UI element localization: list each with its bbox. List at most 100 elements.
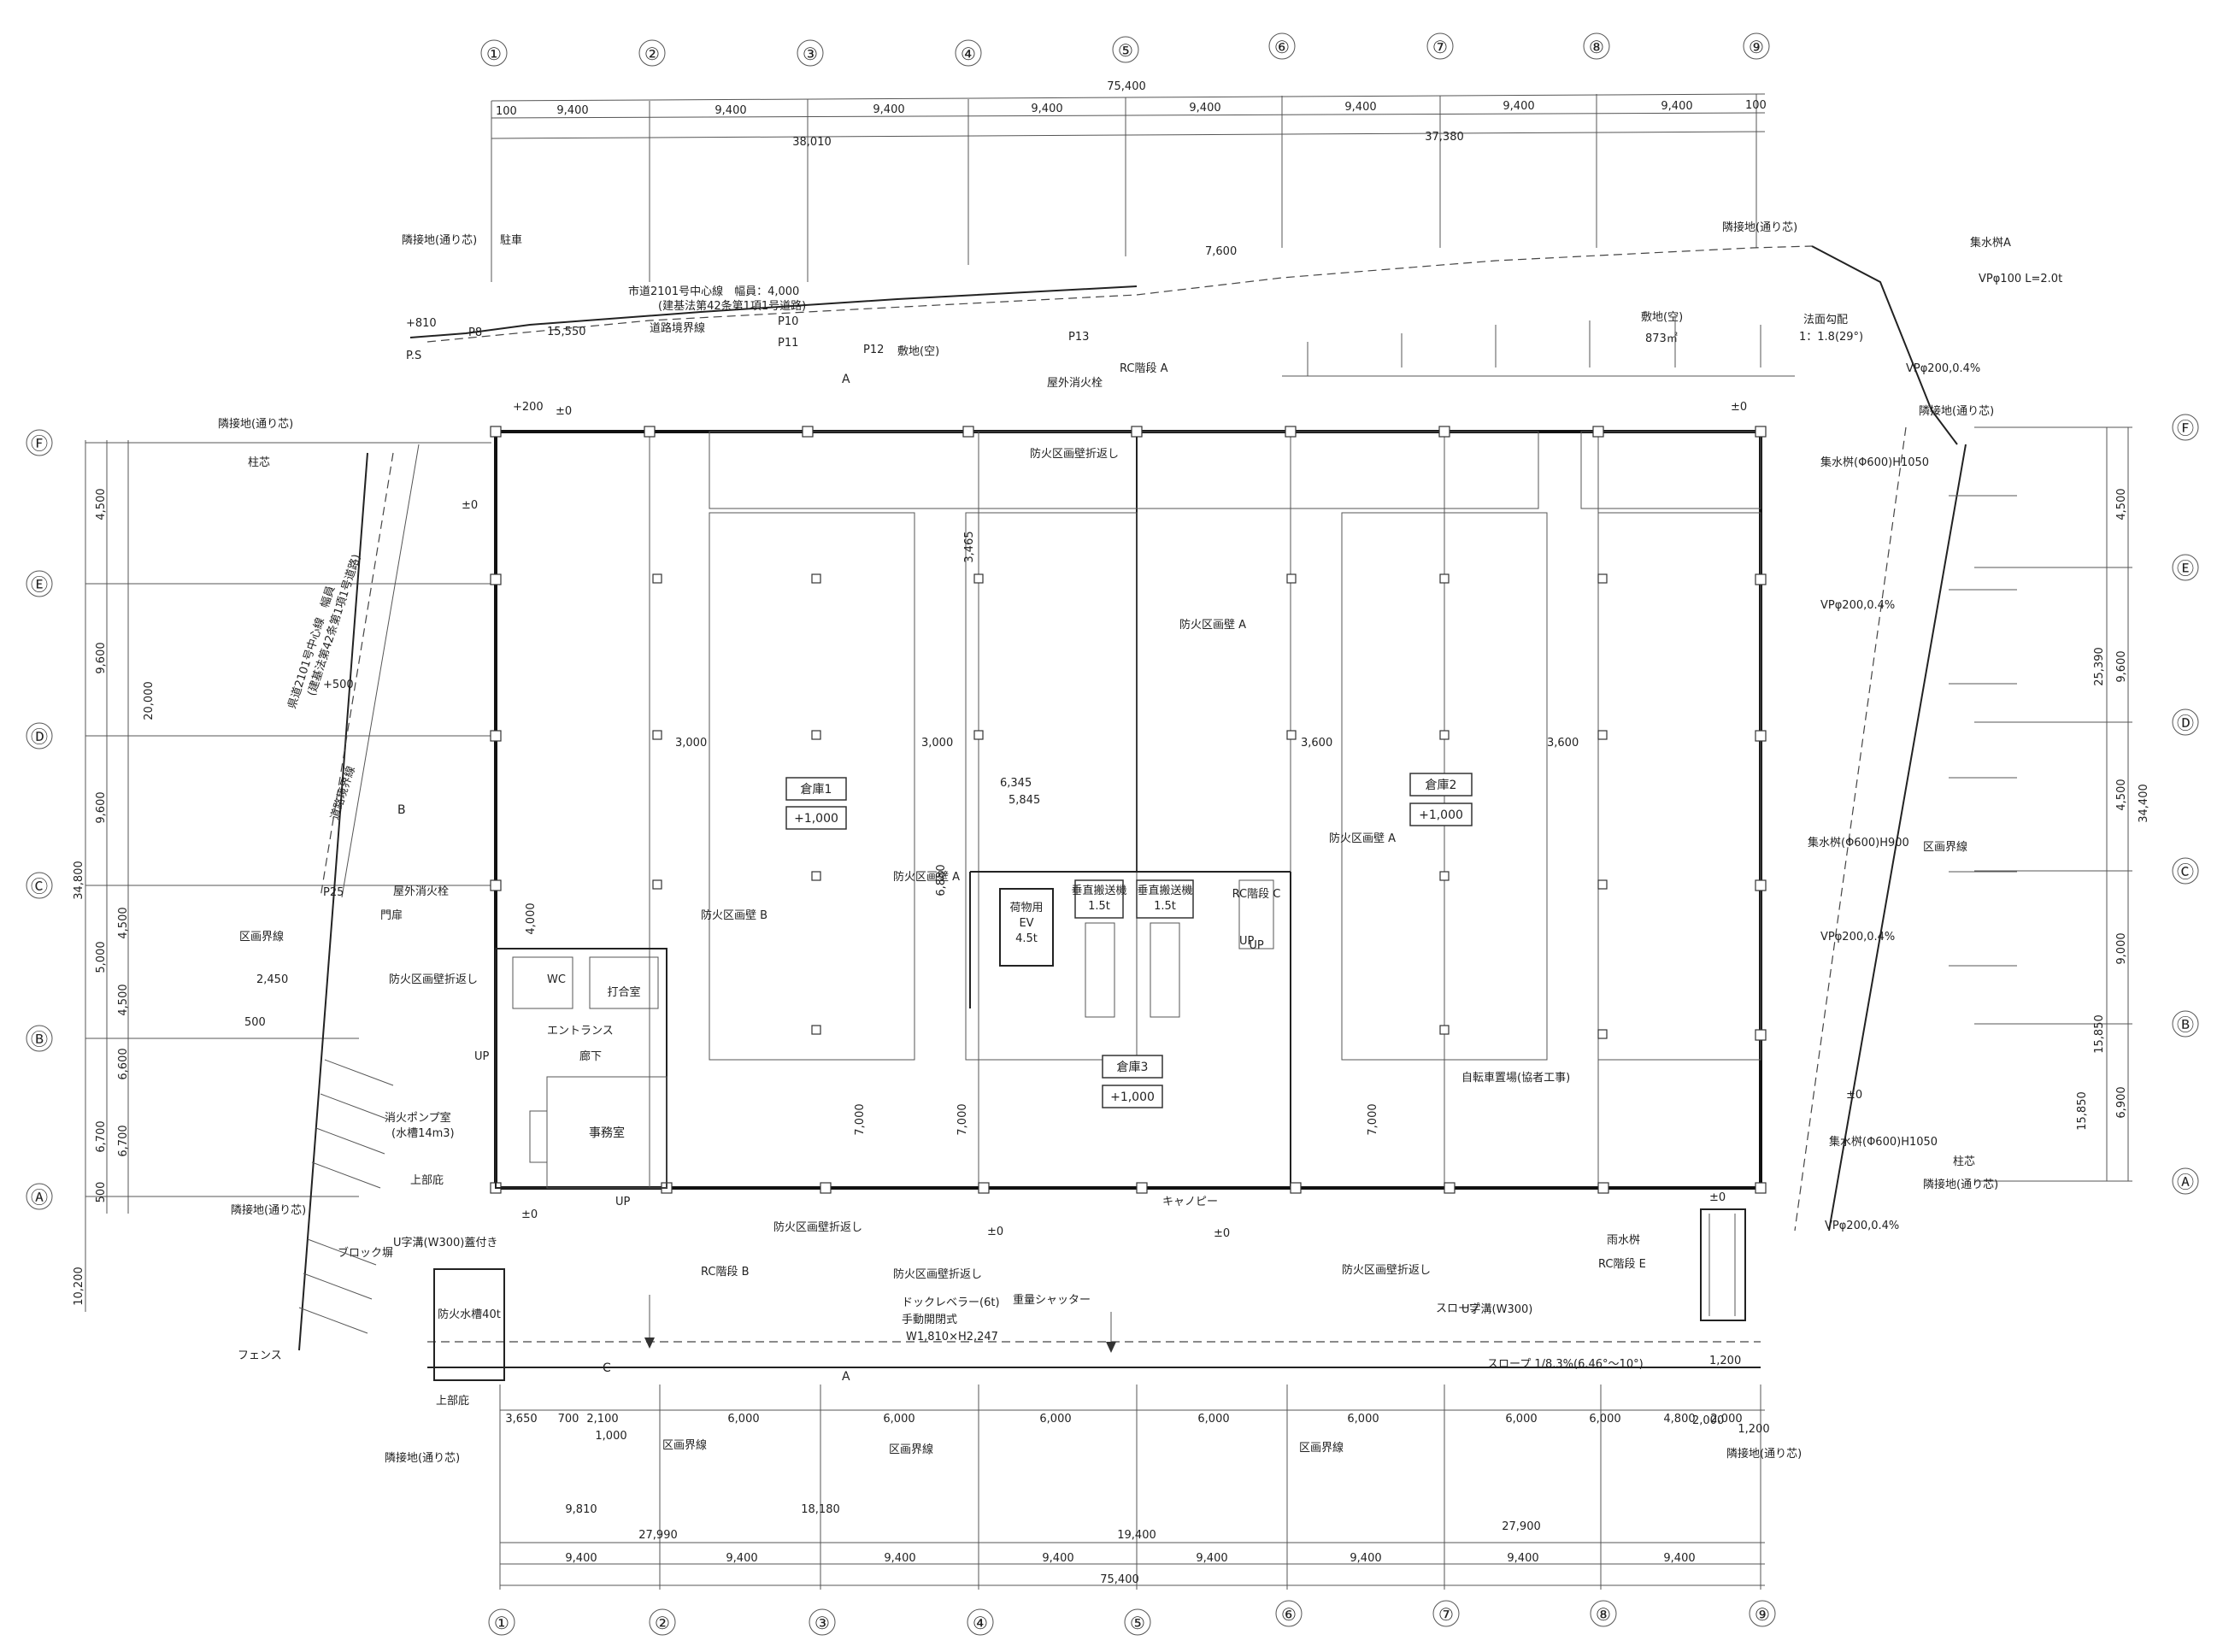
svg-text:⑧: ⑧ — [1589, 37, 1604, 57]
grid-col-4-top: ④ — [955, 39, 982, 67]
svg-text:9,000: 9,000 — [2115, 932, 2128, 964]
svg-text:P11: P11 — [778, 337, 798, 350]
svg-text:EV: EV — [1019, 917, 1033, 930]
svg-text:2,450: 2,450 — [256, 973, 288, 986]
svg-text:WC: WC — [547, 973, 566, 986]
svg-text:2,000: 2,000 — [1692, 1414, 1724, 1427]
parking-stripes-bottom — [659, 1385, 1288, 1419]
svg-text:4,000: 4,000 — [525, 902, 538, 934]
svg-text:防火区画壁 A: 防火区画壁 A — [1329, 832, 1396, 845]
svg-text:道路境界線: 道路境界線 — [650, 321, 705, 335]
svg-text:7,000: 7,000 — [1367, 1103, 1379, 1135]
svg-text:防火区画壁折返し: 防火区画壁折返し — [1030, 447, 1119, 461]
grid-col-7-top: ⑦ — [1426, 32, 1454, 60]
svg-text:P25: P25 — [323, 886, 344, 899]
svg-text:9,400: 9,400 — [1507, 1552, 1538, 1565]
svg-text:6,000: 6,000 — [1039, 1413, 1071, 1426]
svg-text:⑤: ⑤ — [1130, 1613, 1145, 1633]
svg-text:エントランス: エントランス — [547, 1025, 614, 1038]
svg-text:500: 500 — [244, 1016, 266, 1029]
svg-text:34,800: 34,800 — [73, 861, 85, 900]
svg-text:±0: ±0 — [556, 405, 572, 418]
svg-text:①: ① — [486, 44, 502, 64]
svg-text:⑦: ⑦ — [1438, 1604, 1454, 1625]
svg-text:4.5t: 4.5t — [1015, 932, 1038, 945]
svg-text:20,000: 20,000 — [143, 681, 156, 720]
svg-text:隣接地(通り芯): 隣接地(通り芯) — [218, 417, 293, 431]
svg-text:+500: +500 — [323, 679, 354, 691]
svg-text:27,900: 27,900 — [1502, 1520, 1541, 1533]
grid-row-e-right: Ⓔ — [2172, 554, 2199, 581]
grid-row-c-right: Ⓒ — [2172, 857, 2199, 885]
warehouse-3-label: 倉庫3 +1,000 — [1102, 1055, 1163, 1108]
svg-text:3,650: 3,650 — [505, 1413, 537, 1426]
bottom-dimension-chain: 3,650 700 2,100 6,000 6,000 6,000 6,000 … — [499, 1385, 1770, 1590]
svg-text:倉庫2: 倉庫2 — [1426, 778, 1457, 792]
warehouse-2-label: 倉庫2 +1,000 — [1409, 773, 1473, 826]
svg-text:4,500: 4,500 — [95, 488, 108, 520]
svg-text:隣接地(通り芯): 隣接地(通り芯) — [385, 1451, 460, 1465]
svg-text:±0: ±0 — [462, 499, 478, 512]
grid-row-d-left: Ⓓ — [26, 722, 53, 750]
svg-text:隣接地(通り芯): 隣接地(通り芯) — [1923, 1178, 1998, 1191]
grid-col-6-bottom: ⑥ — [1275, 1600, 1303, 1627]
svg-text:37,380: 37,380 — [1425, 131, 1464, 144]
svg-text:⑦: ⑦ — [1432, 37, 1448, 57]
right-dimension-chain: 4,500 25,390 9,600 34,400 4,500 9,000 15… — [1974, 426, 2150, 1182]
site-boundary — [298, 245, 1967, 1368]
svg-text:⑤: ⑤ — [1118, 40, 1133, 61]
svg-text:4,500: 4,500 — [117, 907, 130, 938]
svg-text:1,000: 1,000 — [595, 1430, 626, 1443]
stairs-c: RC階段 C UP — [1232, 879, 1280, 952]
svg-text:Ⓔ: Ⓔ — [31, 574, 48, 595]
svg-text:38,010: 38,010 — [792, 136, 832, 149]
svg-text:7,000: 7,000 — [956, 1103, 969, 1135]
svg-text:防火区画壁折返し: 防火区画壁折返し — [389, 973, 478, 986]
grid-col-1-top: ① — [480, 39, 508, 67]
drive-arrows — [644, 1295, 1116, 1353]
svg-text:18,180: 18,180 — [801, 1503, 840, 1516]
svg-text:敷地(空): 敷地(空) — [1641, 311, 1683, 324]
svg-text:Ⓒ: Ⓒ — [2177, 861, 2194, 882]
svg-text:①: ① — [494, 1613, 509, 1633]
svg-text:RC階段 B: RC階段 B — [701, 1266, 750, 1279]
svg-text:⑨: ⑨ — [1749, 37, 1764, 57]
freight-elevator: 荷物用 EV 4.5t — [999, 888, 1054, 967]
svg-text:スロープ 1/8.3%(6.46°～10°): スロープ 1/8.3%(6.46°～10°) — [1487, 1358, 1644, 1371]
svg-text:9,600: 9,600 — [2115, 650, 2128, 682]
svg-text:9,400: 9,400 — [556, 104, 588, 117]
svg-text:700: 700 — [558, 1413, 579, 1426]
svg-text:1.5t: 1.5t — [1154, 900, 1176, 913]
svg-text:打合室: 打合室 — [607, 985, 640, 999]
grid-row-markers-left: Ⓕ Ⓔ Ⓓ Ⓒ Ⓑ Ⓐ — [26, 429, 53, 1210]
grid-row-d-right: Ⓓ — [2172, 708, 2199, 736]
svg-text:6,900: 6,900 — [2115, 1086, 2128, 1118]
grid-col-3-top: ③ — [797, 39, 824, 67]
svg-text:集水桝(Φ600)H1050: 集水桝(Φ600)H1050 — [1829, 1135, 1938, 1149]
office-block: 事務室 打合室 エントランス 廊下 WC — [495, 948, 667, 1189]
svg-text:±0: ±0 — [987, 1226, 1003, 1238]
parking-stripes-right — [1949, 495, 2017, 967]
grid-col-5-bottom: ⑤ — [1124, 1608, 1151, 1636]
svg-text:75,400: 75,400 — [1107, 80, 1146, 93]
grid-col-9-top: ⑨ — [1743, 32, 1770, 60]
svg-text:隣接地(通り芯): 隣接地(通り芯) — [1726, 1447, 1802, 1461]
svg-text:7,000: 7,000 — [854, 1103, 867, 1135]
svg-text:事務室: 事務室 — [589, 1126, 625, 1140]
svg-text:倉庫1: 倉庫1 — [801, 782, 832, 797]
svg-text:UP: UP — [1249, 939, 1264, 952]
svg-text:RC階段 A: RC階段 A — [1120, 362, 1168, 375]
svg-text:⑨: ⑨ — [1755, 1604, 1770, 1625]
grid-column-markers-top: ① ② ③ ④ ⑤ ⑥ ⑦ ⑧ ⑨ — [480, 32, 1770, 67]
svg-text:5,845: 5,845 — [1009, 794, 1040, 807]
svg-text:15,850: 15,850 — [2076, 1091, 2089, 1131]
svg-text:④: ④ — [973, 1613, 988, 1633]
svg-text:9,400: 9,400 — [1344, 101, 1376, 114]
vertical-conveyor-1: 垂直搬送機 1.5t — [1071, 879, 1127, 1018]
svg-text:Ⓕ: Ⓕ — [2177, 418, 2194, 438]
grid-col-8-bottom: ⑧ — [1590, 1600, 1617, 1627]
grid-col-3-bottom: ③ — [809, 1608, 836, 1636]
svg-text:Ⓕ: Ⓕ — [31, 433, 48, 454]
svg-text:消火ポンプ室: 消火ポンプ室 — [385, 1111, 451, 1125]
svg-text:(水槽14m3): (水槽14m3) — [391, 1127, 455, 1140]
